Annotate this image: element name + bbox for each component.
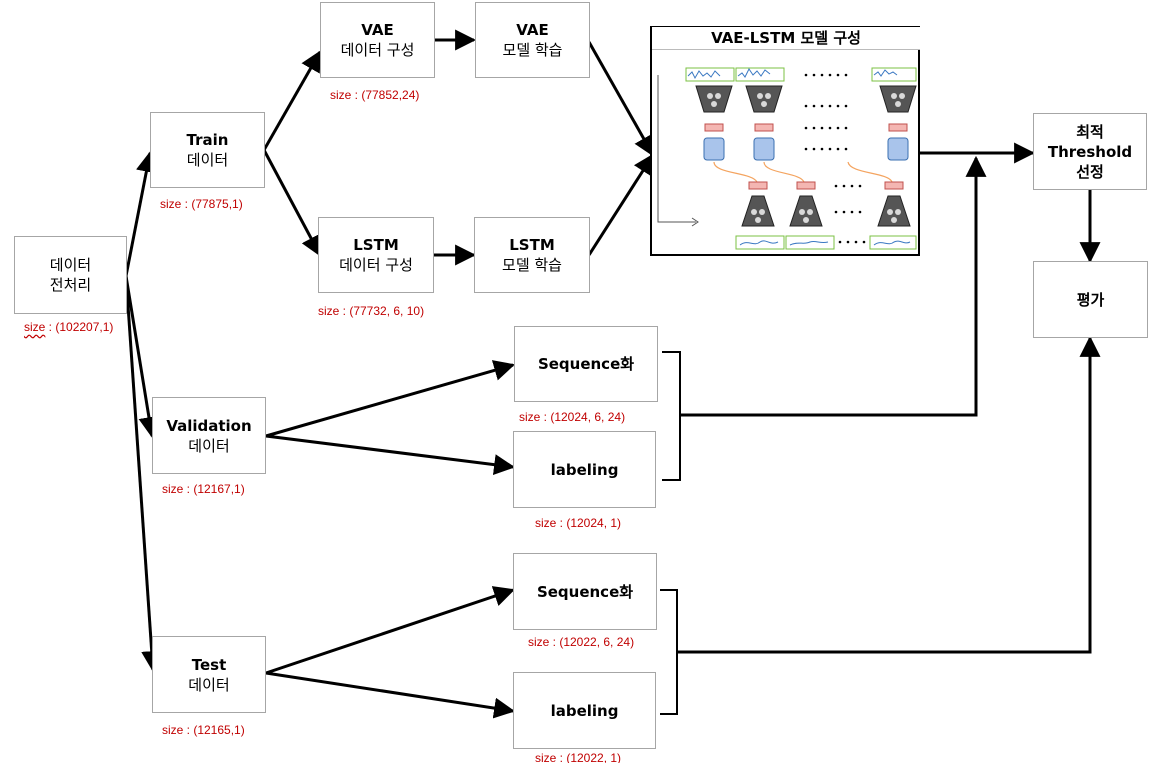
lstm-data-size: size : (77732, 6, 10) — [318, 304, 425, 318]
arrow-validation-seq — [265, 360, 516, 438]
preprocess-box: 데이터 전처리 — [14, 236, 127, 314]
arrow-preprocess-validation — [124, 275, 160, 439]
threshold-box: 최적 Threshold 선정 — [1033, 113, 1147, 190]
eval-box: 평가 — [1033, 261, 1148, 338]
val-labeling-line1: labeling — [550, 460, 619, 479]
lstm-data-box: LSTM 데이터 구성 — [318, 217, 434, 293]
arrow-validation-threshold — [680, 155, 987, 417]
vae-data-box: VAE 데이터 구성 — [320, 2, 435, 78]
val-sequence-box: Sequence화 — [514, 326, 658, 402]
test-line2: 데이터 — [188, 675, 230, 694]
lstm-data-line2: 데이터 구성 — [339, 256, 413, 274]
validation-size: size : (12167,1) — [162, 482, 245, 496]
validation-line1: Validation — [166, 416, 252, 435]
validation-box: Validation 데이터 — [152, 397, 266, 474]
model-title: VAE-LSTM 모델 구성 — [652, 27, 920, 50]
preprocess-line2: 전처리 — [49, 276, 92, 294]
arrow-lstm-train-model — [587, 153, 655, 256]
arrow-validation-label — [265, 434, 516, 476]
test-sequence-line1: Sequence화 — [536, 582, 634, 601]
lstm-train-box: LSTM 모델 학습 — [474, 217, 590, 293]
val-sequence-size: size : (12024, 6, 24) — [519, 410, 626, 424]
bracket-test — [660, 589, 678, 715]
eval-line1: 평가 — [1076, 290, 1105, 309]
arrow-train-vae — [262, 50, 322, 151]
test-box: Test 데이터 — [152, 636, 266, 713]
vae-train-line2: 모델 학습 — [502, 41, 563, 59]
test-line1: Test — [191, 655, 227, 674]
arrow-preprocess-train — [124, 150, 157, 277]
vae-data-line2: 데이터 구성 — [340, 41, 415, 59]
test-labeling-box: labeling — [513, 672, 656, 749]
threshold-line3: 선정 — [1076, 162, 1104, 181]
test-size: size : (12165,1) — [162, 723, 245, 737]
threshold-line1: 최적 — [1076, 122, 1104, 141]
test-sequence-box: Sequence화 — [513, 553, 657, 630]
val-labeling-size: size : (12024, 1) — [535, 516, 622, 530]
model-architecture-illustration — [657, 67, 917, 250]
lstm-train-line1: LSTM — [509, 236, 555, 254]
train-size: size : (77875,1) — [160, 197, 243, 211]
arrow-vae-train-model — [587, 41, 655, 157]
train-line1: Train — [186, 131, 229, 149]
vae-train-box: VAE 모델 학습 — [475, 2, 590, 78]
val-sequence-line1: Sequence화 — [537, 355, 635, 373]
val-labeling-box: labeling — [513, 431, 656, 508]
vae-train-line1: VAE — [516, 21, 549, 39]
vae-data-size: size : (77852,24) — [330, 88, 420, 102]
train-line2: 데이터 — [186, 151, 229, 169]
arrow-test-seq — [265, 586, 515, 675]
preprocess-line1: 데이터 — [49, 256, 92, 274]
preprocess-size: size : (102207,1) — [24, 320, 114, 334]
preprocess-size-word: size — [24, 320, 46, 334]
threshold-line2: Threshold — [1047, 142, 1133, 161]
train-box: Train 데이터 — [150, 112, 265, 188]
bracket-validation — [662, 351, 681, 481]
arrow-test-eval — [677, 335, 1101, 654]
arrow-train-lstm — [262, 149, 322, 257]
vae-data-line1: VAE — [361, 21, 394, 39]
validation-line2: 데이터 — [188, 436, 230, 455]
arrow-preprocess-test — [124, 275, 163, 673]
arrow-test-label — [265, 671, 516, 719]
test-sequence-size: size : (12022, 6, 24) — [528, 635, 635, 649]
test-labeling-size: size : (12022, 1) — [535, 751, 622, 763]
vae-lstm-model-panel: VAE-LSTM 모델 구성 — [650, 26, 920, 256]
lstm-data-line1: LSTM — [353, 236, 399, 254]
lstm-train-line2: 모델 학습 — [502, 256, 562, 274]
test-labeling-line1: labeling — [550, 701, 619, 720]
